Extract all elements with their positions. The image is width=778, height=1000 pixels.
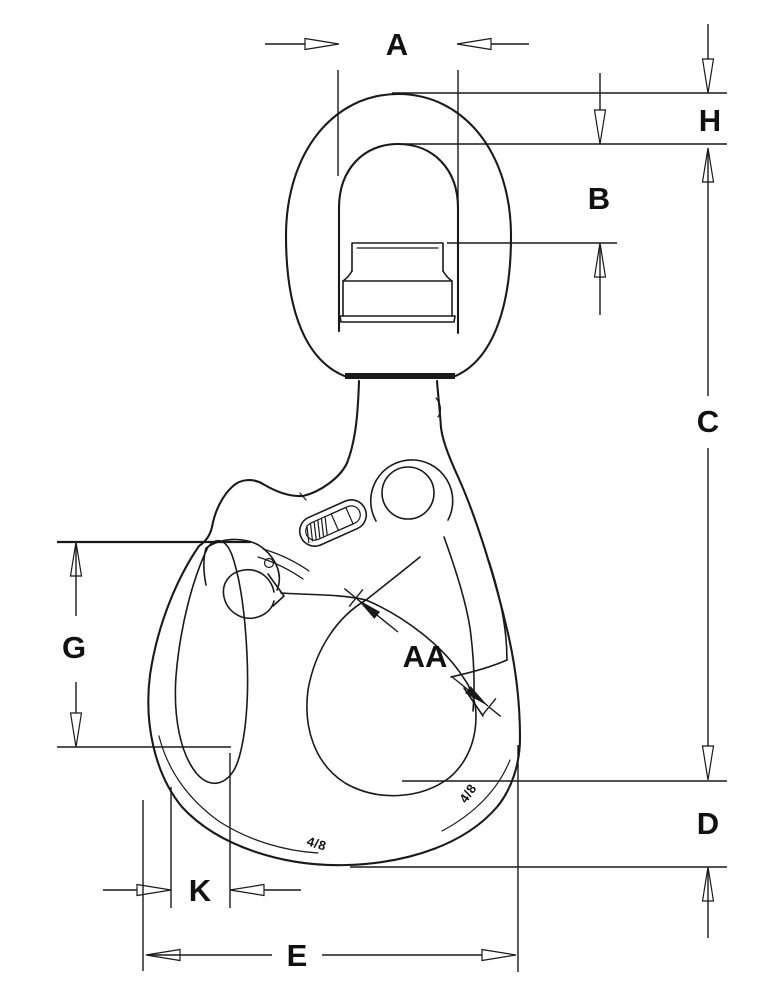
dimension-g: G	[57, 540, 251, 748]
eye-outer-outline	[284, 92, 513, 379]
dim-k-arrow-right	[136, 883, 172, 897]
shank-neck	[345, 379, 443, 465]
dim-c-arrow-down	[701, 745, 715, 781]
forge-marking-tip: 4/8	[456, 781, 480, 806]
nut-flare-right	[442, 270, 453, 282]
dim-aa-ext-upper	[343, 588, 357, 599]
forge-marking-bowl: 4/8	[305, 834, 328, 854]
dimension-d: D	[350, 806, 727, 938]
dim-c-label: C	[697, 404, 719, 439]
latch-ear-outline	[202, 538, 281, 591]
latch-spring-slot	[298, 499, 368, 547]
dim-d-label: D	[697, 806, 719, 841]
dim-g-arrow-down	[69, 712, 83, 748]
dim-e-label: E	[287, 938, 308, 973]
pivot-boss-hole	[381, 466, 435, 520]
eye-inner-opening	[337, 142, 460, 335]
bottom-inner-contour	[158, 735, 319, 854]
dim-aa-label: AA	[403, 639, 448, 674]
bowl-opening	[306, 599, 477, 797]
dimension-k: K	[103, 753, 301, 908]
nose-inner-face	[443, 536, 475, 712]
slot-outer	[298, 499, 368, 547]
dim-aa-terminator-upper	[343, 588, 364, 607]
hump-forge-tick	[299, 492, 307, 501]
neck-left-edge	[345, 379, 361, 465]
dim-aa-line-upper	[356, 598, 399, 633]
dim-h-arrow-down	[701, 58, 715, 94]
nut-body-sides	[342, 280, 453, 317]
dim-a-arrow-right	[304, 37, 340, 51]
slot-plunger	[330, 506, 354, 532]
nut-top	[351, 242, 444, 272]
dim-b-arrow-down	[593, 109, 607, 145]
nut-base	[339, 315, 456, 323]
dim-b-label: B	[588, 181, 610, 216]
latch-assembly	[202, 499, 368, 620]
dimension-a: A	[265, 27, 529, 241]
throat-upper-edge	[365, 556, 421, 601]
tip-face	[463, 687, 484, 717]
dimension-aa: AA	[343, 588, 502, 717]
dim-k-label: K	[189, 873, 212, 908]
dimension-c: C	[402, 147, 727, 782]
dim-h-label: H	[699, 103, 721, 138]
dim-e-arrow-right	[481, 948, 517, 962]
dim-aa-ext-lower	[488, 706, 502, 717]
dim-k-arrow-left	[229, 883, 265, 897]
dim-g-label: G	[62, 630, 86, 665]
slot-inner	[305, 505, 361, 541]
eye-collar-band	[345, 373, 455, 379]
right-limb-inner-line	[488, 560, 508, 661]
swivel-nut	[339, 242, 456, 323]
dimension-e: E	[142, 745, 519, 973]
hook-outer-outline	[147, 426, 522, 867]
latch-beak	[267, 573, 285, 607]
dim-a-arrow-left	[456, 37, 492, 51]
bottom-right-inner-contour	[441, 759, 511, 832]
latch-arm-lines	[257, 548, 310, 580]
slot-spring-hatch	[306, 517, 328, 544]
jaw-pocket-opening	[174, 540, 249, 784]
nut-flare-left	[342, 270, 353, 282]
dim-a-label: A	[386, 27, 408, 62]
latch-curl	[222, 568, 275, 620]
swivel-eye	[284, 92, 513, 379]
neck-forge-tick	[435, 397, 442, 418]
dim-aa-terminator-lower	[481, 698, 502, 717]
dimension-h: H	[392, 24, 727, 145]
housing-lower-edge	[280, 592, 367, 601]
pivot-boss-arc	[369, 459, 454, 522]
dimension-b: B	[447, 73, 617, 315]
hook-body	[147, 426, 522, 867]
mouth-slit-edge	[450, 659, 508, 678]
